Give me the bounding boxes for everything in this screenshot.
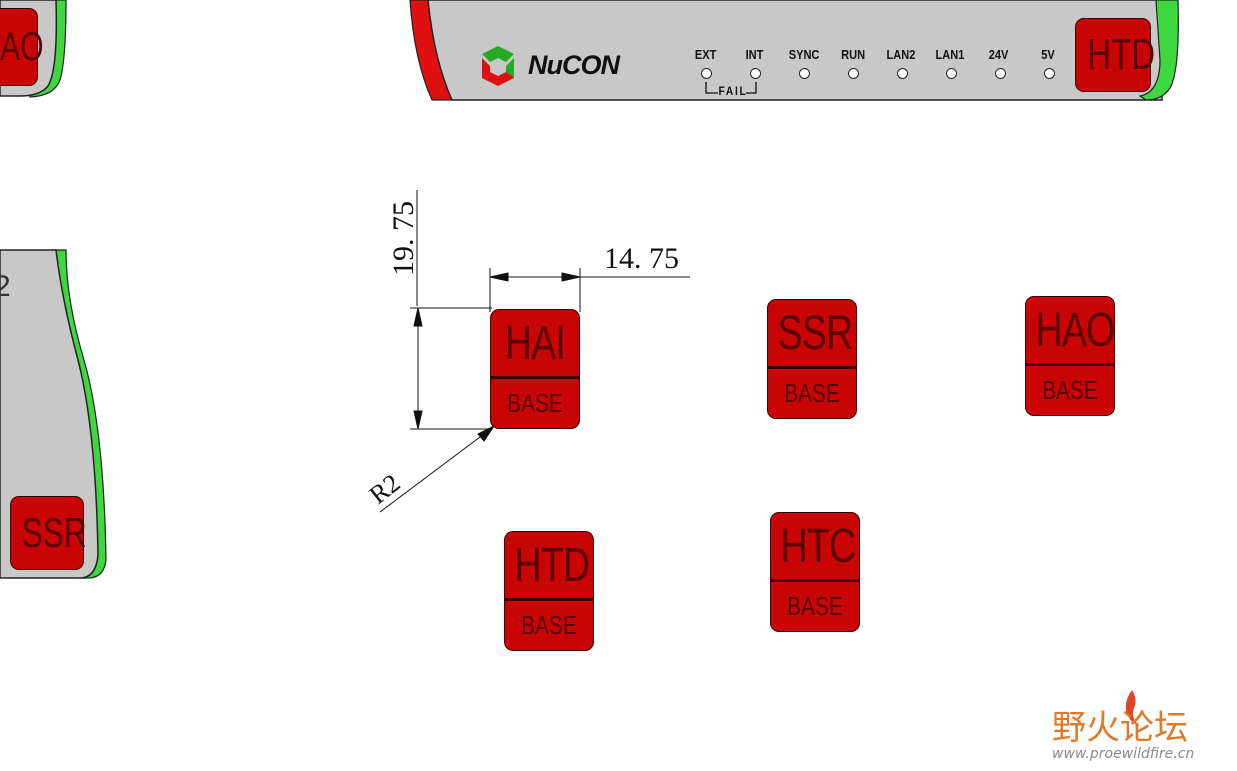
left-device-edge-text: 2: [0, 270, 11, 303]
indicator-led-lan2: [897, 68, 908, 79]
brand-name: NuCON: [528, 50, 620, 80]
indicator-led-run: [848, 68, 859, 79]
indicator-label-ext: EXT: [694, 47, 717, 62]
fail-label: FAIL: [718, 84, 748, 98]
indicator-led-ext: [701, 68, 712, 79]
badge-subtitle: BASE: [787, 591, 843, 621]
badge-divider: [771, 579, 859, 582]
badge-divider: [491, 376, 579, 379]
badge-subtitle: BASE: [1042, 375, 1098, 405]
indicator-led-sync: [799, 68, 810, 79]
badge-title: SSR: [777, 307, 853, 360]
badge-subtitle: BASE: [784, 378, 840, 408]
indicator-label-sync: SYNC: [788, 47, 820, 62]
indicator-label-lan1: LAN1: [935, 47, 965, 62]
badge-subtitle: BASE: [507, 388, 563, 418]
badge-title: HTD: [514, 539, 590, 592]
nucon-logo-icon: [482, 46, 514, 86]
indicator-label-5v: 5V: [1041, 47, 1055, 62]
top-device-green-edge: [1138, 0, 1179, 101]
top-device-htd-button: HTD: [1075, 18, 1155, 92]
dimension-width: 14. 75: [604, 242, 679, 275]
indicator-label-lan2: LAN2: [886, 47, 916, 62]
fail-bracket: [705, 82, 757, 94]
flame-icon: [1125, 690, 1140, 726]
top-device-body: [427, 0, 1163, 101]
badge-title: HTC: [780, 520, 856, 573]
indicator-label-int: INT: [745, 47, 764, 62]
indicator-led-5v: [1044, 68, 1055, 79]
indicator-led-24v: [995, 68, 1006, 79]
badge-ssr: SSR BASE: [767, 299, 857, 419]
badge-subtitle: BASE: [521, 610, 577, 640]
indicator-led-int: [750, 68, 761, 79]
indicator-led-lan1: [946, 68, 957, 79]
badge-htc: HTC BASE: [770, 512, 860, 632]
badge-hai: HAI BASE: [490, 309, 580, 429]
badge-divider: [768, 366, 856, 369]
indicator-label-24v: 24V: [988, 47, 1009, 62]
dimension-lines: [379, 190, 690, 513]
dimension-radius: R2: [364, 468, 406, 510]
badge-htd: HTD BASE: [504, 531, 594, 651]
badge-divider: [505, 598, 593, 601]
badge-hao: HAO BASE: [1025, 296, 1115, 416]
indicator-label-run: RUN: [841, 47, 866, 62]
badge-title: HAI: [504, 317, 566, 370]
watermark-url: www.proewildfire.cn: [1052, 746, 1195, 762]
badge-title: HAO: [1035, 304, 1115, 357]
dimension-height: 19. 75: [387, 201, 420, 276]
badge-divider: [1026, 363, 1114, 366]
left-device-ssr-button: SSR: [10, 496, 87, 570]
watermark-text: 野火论坛: [1052, 708, 1188, 748]
top-left-device-button: AO: [0, 8, 44, 86]
